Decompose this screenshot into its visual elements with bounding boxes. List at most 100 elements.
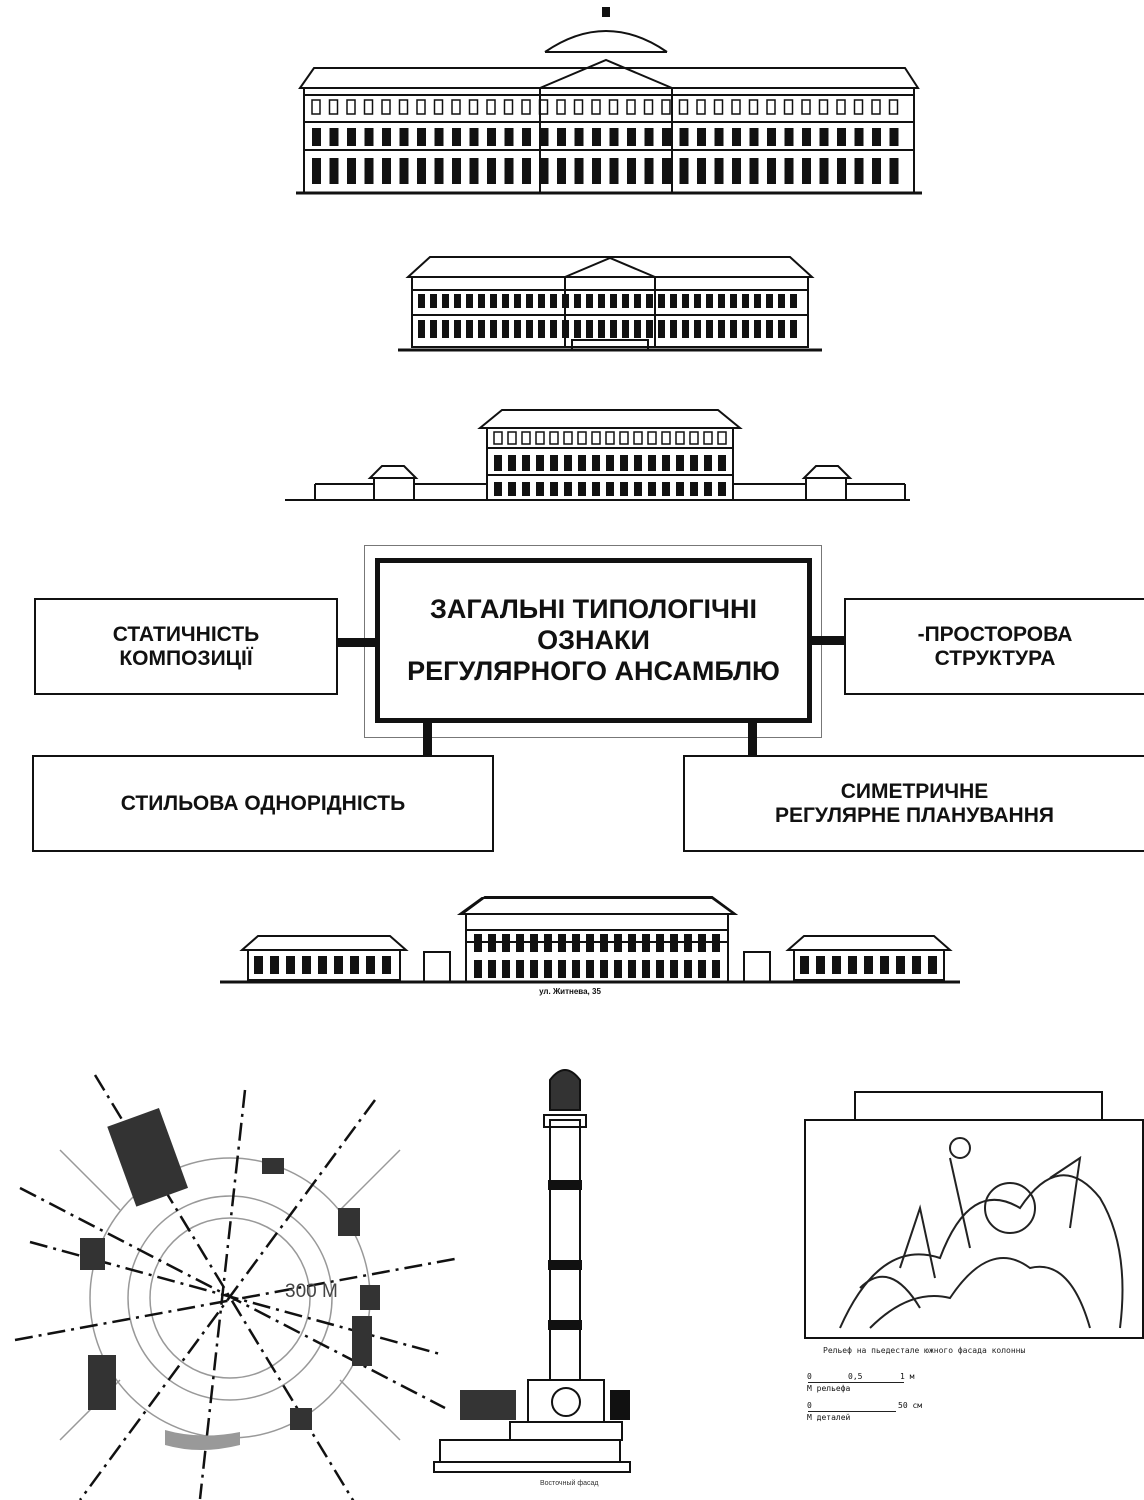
window [670,960,678,978]
window [889,158,899,184]
window [539,158,549,184]
relief-panel [804,1091,1144,1339]
window [818,99,829,115]
center-line-2: ОЗНАКИ [537,625,650,655]
window [490,320,497,338]
window [678,99,689,115]
window [656,960,664,978]
window [694,320,701,338]
window [766,320,773,338]
window [682,320,689,338]
window [880,956,889,974]
window [504,128,514,146]
window [871,99,881,115]
window [837,158,846,184]
window [530,960,538,978]
window [628,934,636,952]
window [718,294,725,308]
window [487,128,496,146]
window [577,431,587,445]
window [572,960,580,978]
window [696,99,706,115]
window [689,431,699,445]
window [526,294,533,308]
window [563,431,573,445]
window [550,455,558,471]
window [819,158,829,184]
window [417,158,426,184]
window [606,482,614,496]
window [586,960,594,978]
window [626,99,636,115]
window [713,99,724,115]
window [270,956,279,974]
window [730,320,737,338]
window [522,482,530,496]
window [662,482,670,496]
window [928,956,937,974]
window [614,934,622,952]
window [557,128,566,146]
window [622,320,629,338]
window [854,158,864,184]
window [549,431,559,445]
window [748,99,759,115]
window [676,455,684,471]
window [469,158,479,184]
window [679,128,689,146]
window [704,455,712,471]
window [502,934,510,952]
window [544,934,552,952]
window [347,158,356,184]
window [888,99,899,115]
window [819,128,829,146]
window [366,956,375,974]
window [578,455,586,471]
window [712,934,720,952]
window [591,431,601,445]
window [573,99,584,115]
window [698,960,706,978]
window [749,128,759,146]
window [676,482,684,496]
window [662,128,671,146]
window [508,455,516,471]
window [591,99,601,115]
window [872,128,881,146]
scale-1-mid: 0,5 [848,1372,863,1381]
window [254,956,263,974]
scale-1-bar [808,1382,904,1383]
scale-1-unit: 1 м [900,1372,915,1381]
window [790,320,797,338]
window [610,294,617,308]
window [609,128,619,146]
window [574,294,581,308]
window [670,294,677,308]
window [766,294,773,308]
window [452,158,461,184]
window [661,99,671,115]
column-caption: Восточный фасад [540,1480,599,1487]
window [454,294,461,308]
connector-bottom-left [423,723,432,756]
window [648,482,656,496]
center-concept-box: ЗАГАЛЬНІ ТИПОЛОГІЧНІ ОЗНАКИ РЕГУЛЯРНОГО … [375,558,812,723]
window [614,960,622,978]
connector-right [812,636,845,645]
window [690,482,698,496]
window [572,934,580,952]
window [538,320,545,338]
window [516,934,524,952]
window [328,99,339,115]
window [382,128,391,146]
window [487,158,496,184]
facade-drawing-4-body [458,896,739,915]
window [539,128,549,146]
window [646,294,653,308]
window [790,294,797,308]
window [311,99,321,115]
window [346,99,356,115]
scale-1-start: 0 [807,1372,812,1381]
window [466,320,473,338]
window [642,960,650,978]
